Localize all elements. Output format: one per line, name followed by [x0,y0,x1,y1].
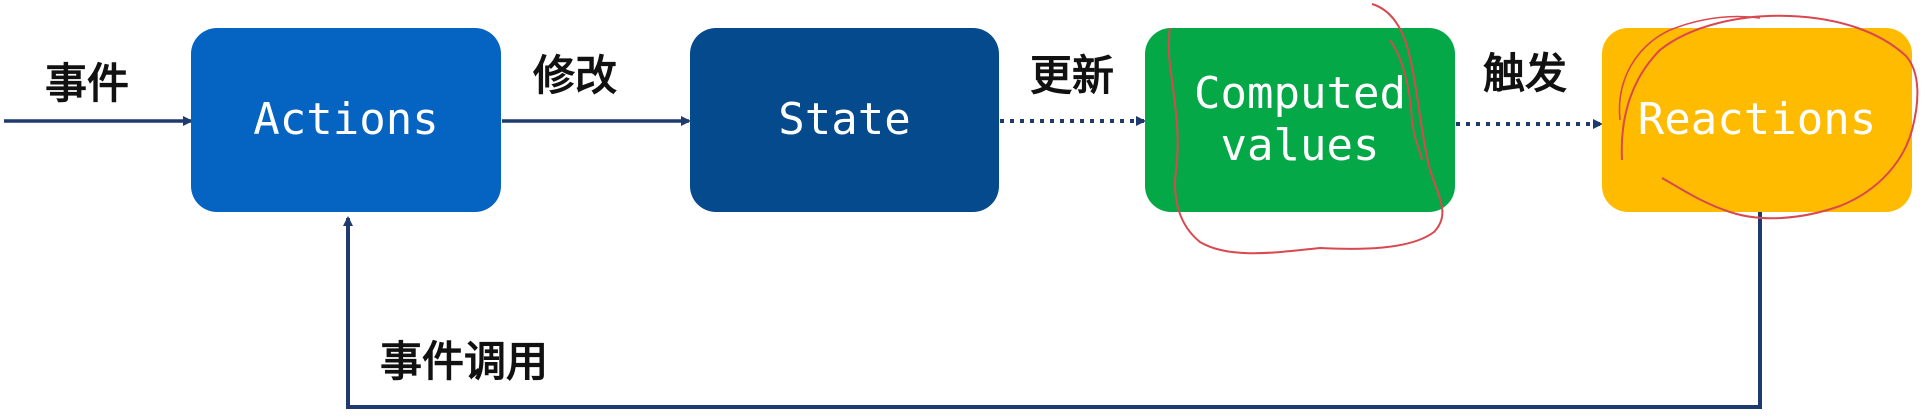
edge-label-trigger: 触发 [1483,49,1568,98]
edge-label-update: 更新 [1030,51,1115,100]
computed-values-label: Computed values [1194,68,1406,171]
reactions-label: Reactions [1637,94,1877,145]
actions-label: Actions [253,94,439,145]
edge-label-modify: 修改 [533,51,618,100]
arrow-reactions-to-actions [343,212,1762,409]
computed-values-box: Computed values [1145,28,1455,212]
reactions-box: Reactions [1602,28,1912,212]
state-label: State [778,94,911,145]
actions-box: Actions [191,28,501,212]
state-box: State [690,28,999,212]
edge-label-event-call: 事件调用 [380,337,549,386]
edge-label-event: 事件 [45,59,130,108]
